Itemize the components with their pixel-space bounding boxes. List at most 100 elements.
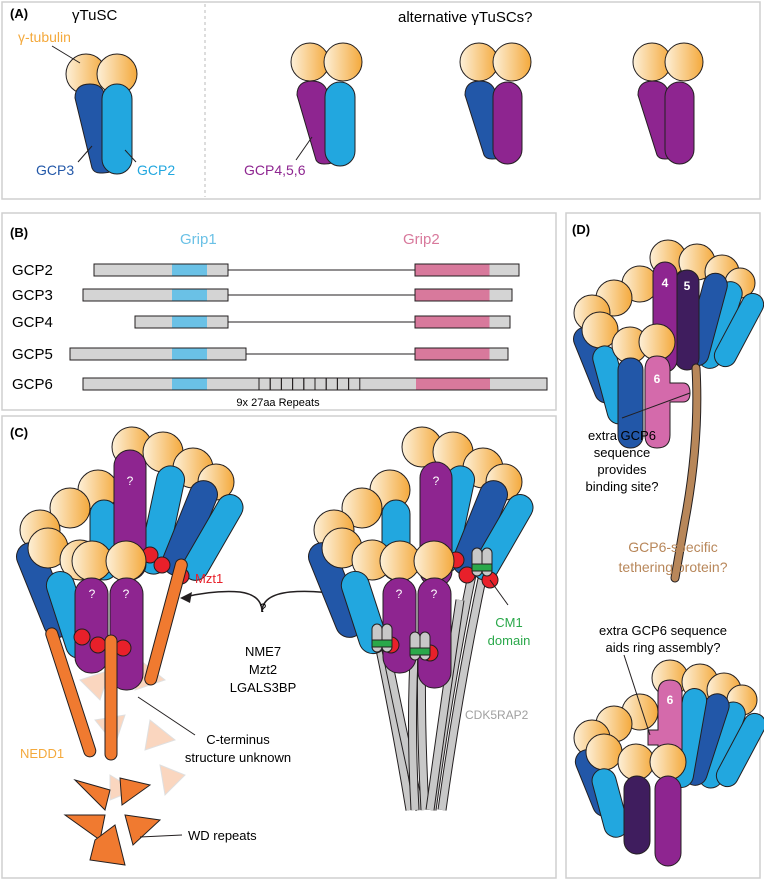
grip2-domain bbox=[415, 289, 490, 301]
gcp5-rod bbox=[623, 775, 651, 855]
cm1-label-1: CM1 bbox=[495, 615, 522, 630]
factor-lgals3bp: LGALS3BP bbox=[230, 680, 297, 695]
gcp2-rod bbox=[713, 292, 764, 368]
gcp4-rod bbox=[654, 775, 682, 867]
gcp6-number: 6 bbox=[667, 693, 674, 707]
ring-nedd1: ? ? ? bbox=[16, 426, 244, 866]
repeat-unit bbox=[348, 377, 361, 391]
ring-gcp6-assembly: 6 bbox=[573, 654, 764, 867]
panel-c-border bbox=[1, 415, 557, 879]
panel-b-label: (B) bbox=[10, 225, 28, 240]
n-terminal-bar bbox=[69, 347, 247, 361]
gcp2-rod bbox=[101, 83, 133, 175]
ring-cdk5rap2: ? ? ? bbox=[308, 426, 534, 811]
unknown-mark: ? bbox=[433, 474, 440, 488]
grip1-label: Grip1 bbox=[180, 231, 217, 248]
leader-tubulin bbox=[51, 45, 81, 64]
gamma-tubulin bbox=[290, 42, 330, 82]
gcp3-rod bbox=[617, 357, 644, 449]
gcp4-number: 4 bbox=[662, 276, 669, 290]
gamma-tubulin bbox=[459, 42, 499, 82]
wd-propeller bbox=[63, 777, 162, 866]
panel-d-border bbox=[565, 212, 761, 879]
assembly-line-1: extra GCP6 sequence bbox=[599, 623, 727, 638]
gcp5-number: 5 bbox=[684, 279, 691, 293]
gcp3-label: GCP3 bbox=[36, 162, 74, 178]
tethering-protein bbox=[671, 364, 701, 582]
gamma-tubulin-label: γ-tubulin bbox=[18, 29, 71, 45]
unknown-mark: ? bbox=[396, 587, 403, 601]
nedd1-label: NEDD1 bbox=[20, 746, 64, 761]
arrowhead-left bbox=[180, 592, 192, 603]
grip2-domain bbox=[416, 378, 490, 390]
grip1-domain bbox=[172, 264, 207, 276]
panel-b-border bbox=[1, 212, 557, 411]
leader-cterm bbox=[137, 696, 196, 736]
panel-c-label: (C) bbox=[10, 425, 28, 440]
grip2-label: Grip2 bbox=[403, 231, 440, 248]
gamma-tubulin bbox=[585, 733, 623, 771]
binding-line-1: extra GCP6 bbox=[588, 428, 656, 443]
gamma-tubulin bbox=[105, 540, 147, 582]
gamma-tubulin bbox=[341, 487, 383, 529]
grip2-domain bbox=[415, 316, 490, 328]
gamma-tubulin bbox=[323, 42, 363, 82]
leader-binding bbox=[621, 392, 691, 419]
protein-label-gcp6: GCP6 bbox=[12, 376, 53, 393]
ring-gcp6-binding: 4 5 6 bbox=[573, 239, 764, 583]
gcp456-rod bbox=[109, 577, 144, 691]
cterm-label-2: structure unknown bbox=[185, 750, 291, 765]
gamma-tubulin bbox=[617, 743, 655, 781]
gcp456-rod bbox=[492, 81, 523, 165]
grip1-domain bbox=[172, 348, 207, 360]
arrow-left bbox=[184, 590, 263, 613]
tether-line-2: tethering protein? bbox=[619, 559, 728, 575]
leader-gcp3 bbox=[77, 145, 93, 163]
protein-label-gcp4: GCP4 bbox=[12, 314, 53, 331]
assembly-line-2: aids ring assembly? bbox=[606, 640, 721, 655]
panel-a-label: (A) bbox=[10, 6, 28, 21]
cdk5rap2-label: CDK5RAP2 bbox=[465, 708, 529, 722]
unknown-mark: ? bbox=[89, 587, 96, 601]
wd-repeats-label: WD repeats bbox=[188, 828, 257, 843]
leader-cm1 bbox=[489, 579, 509, 606]
gamma-tubulin bbox=[649, 743, 687, 781]
gtusc-alt-3 bbox=[632, 42, 704, 165]
gcp2-rod bbox=[715, 712, 764, 788]
gcp2-rod bbox=[324, 81, 356, 167]
tether-line-1: GCP6-specific bbox=[628, 539, 717, 555]
cterm-label-1: C-terminus bbox=[206, 732, 270, 747]
gamma-tubulin bbox=[413, 540, 455, 582]
grip1-domain bbox=[172, 316, 207, 328]
protein-label-gcp5: GCP5 bbox=[12, 346, 53, 363]
grip1-domain bbox=[172, 289, 207, 301]
cm1-label-2: domain bbox=[488, 633, 531, 648]
leader-gcp456 bbox=[295, 136, 313, 161]
gcp456-label: GCP4,5,6 bbox=[244, 162, 306, 178]
binding-line-4: binding site? bbox=[586, 479, 659, 494]
unknown-mark: ? bbox=[431, 587, 438, 601]
gamma-tubulin bbox=[492, 42, 532, 82]
n-terminal-bar bbox=[93, 263, 229, 277]
repeats-label: 9x 27aa Repeats bbox=[236, 397, 320, 409]
nedd1-rod bbox=[45, 627, 97, 758]
gcp2-label: GCP2 bbox=[137, 162, 175, 178]
binding-line-3: provides bbox=[597, 462, 647, 477]
nedd1-rod bbox=[144, 558, 188, 686]
leader-wd bbox=[139, 834, 183, 838]
grip2-domain bbox=[415, 348, 490, 360]
gamma-tubulin bbox=[638, 323, 676, 361]
gcp2-rod bbox=[591, 768, 629, 838]
factor-nme7: NME7 bbox=[245, 644, 281, 659]
binding-line-2: sequence bbox=[594, 445, 650, 460]
panel-a-border bbox=[1, 1, 761, 200]
mzt1-label: Mzt1 bbox=[195, 571, 223, 586]
gtusc-alt-1 bbox=[290, 42, 363, 167]
grip2-domain bbox=[415, 264, 490, 276]
protein-label-gcp2: GCP2 bbox=[12, 262, 53, 279]
panel-d-label: (D) bbox=[572, 222, 590, 237]
gcp6-number: 6 bbox=[654, 372, 661, 386]
mzt1 bbox=[153, 556, 171, 574]
